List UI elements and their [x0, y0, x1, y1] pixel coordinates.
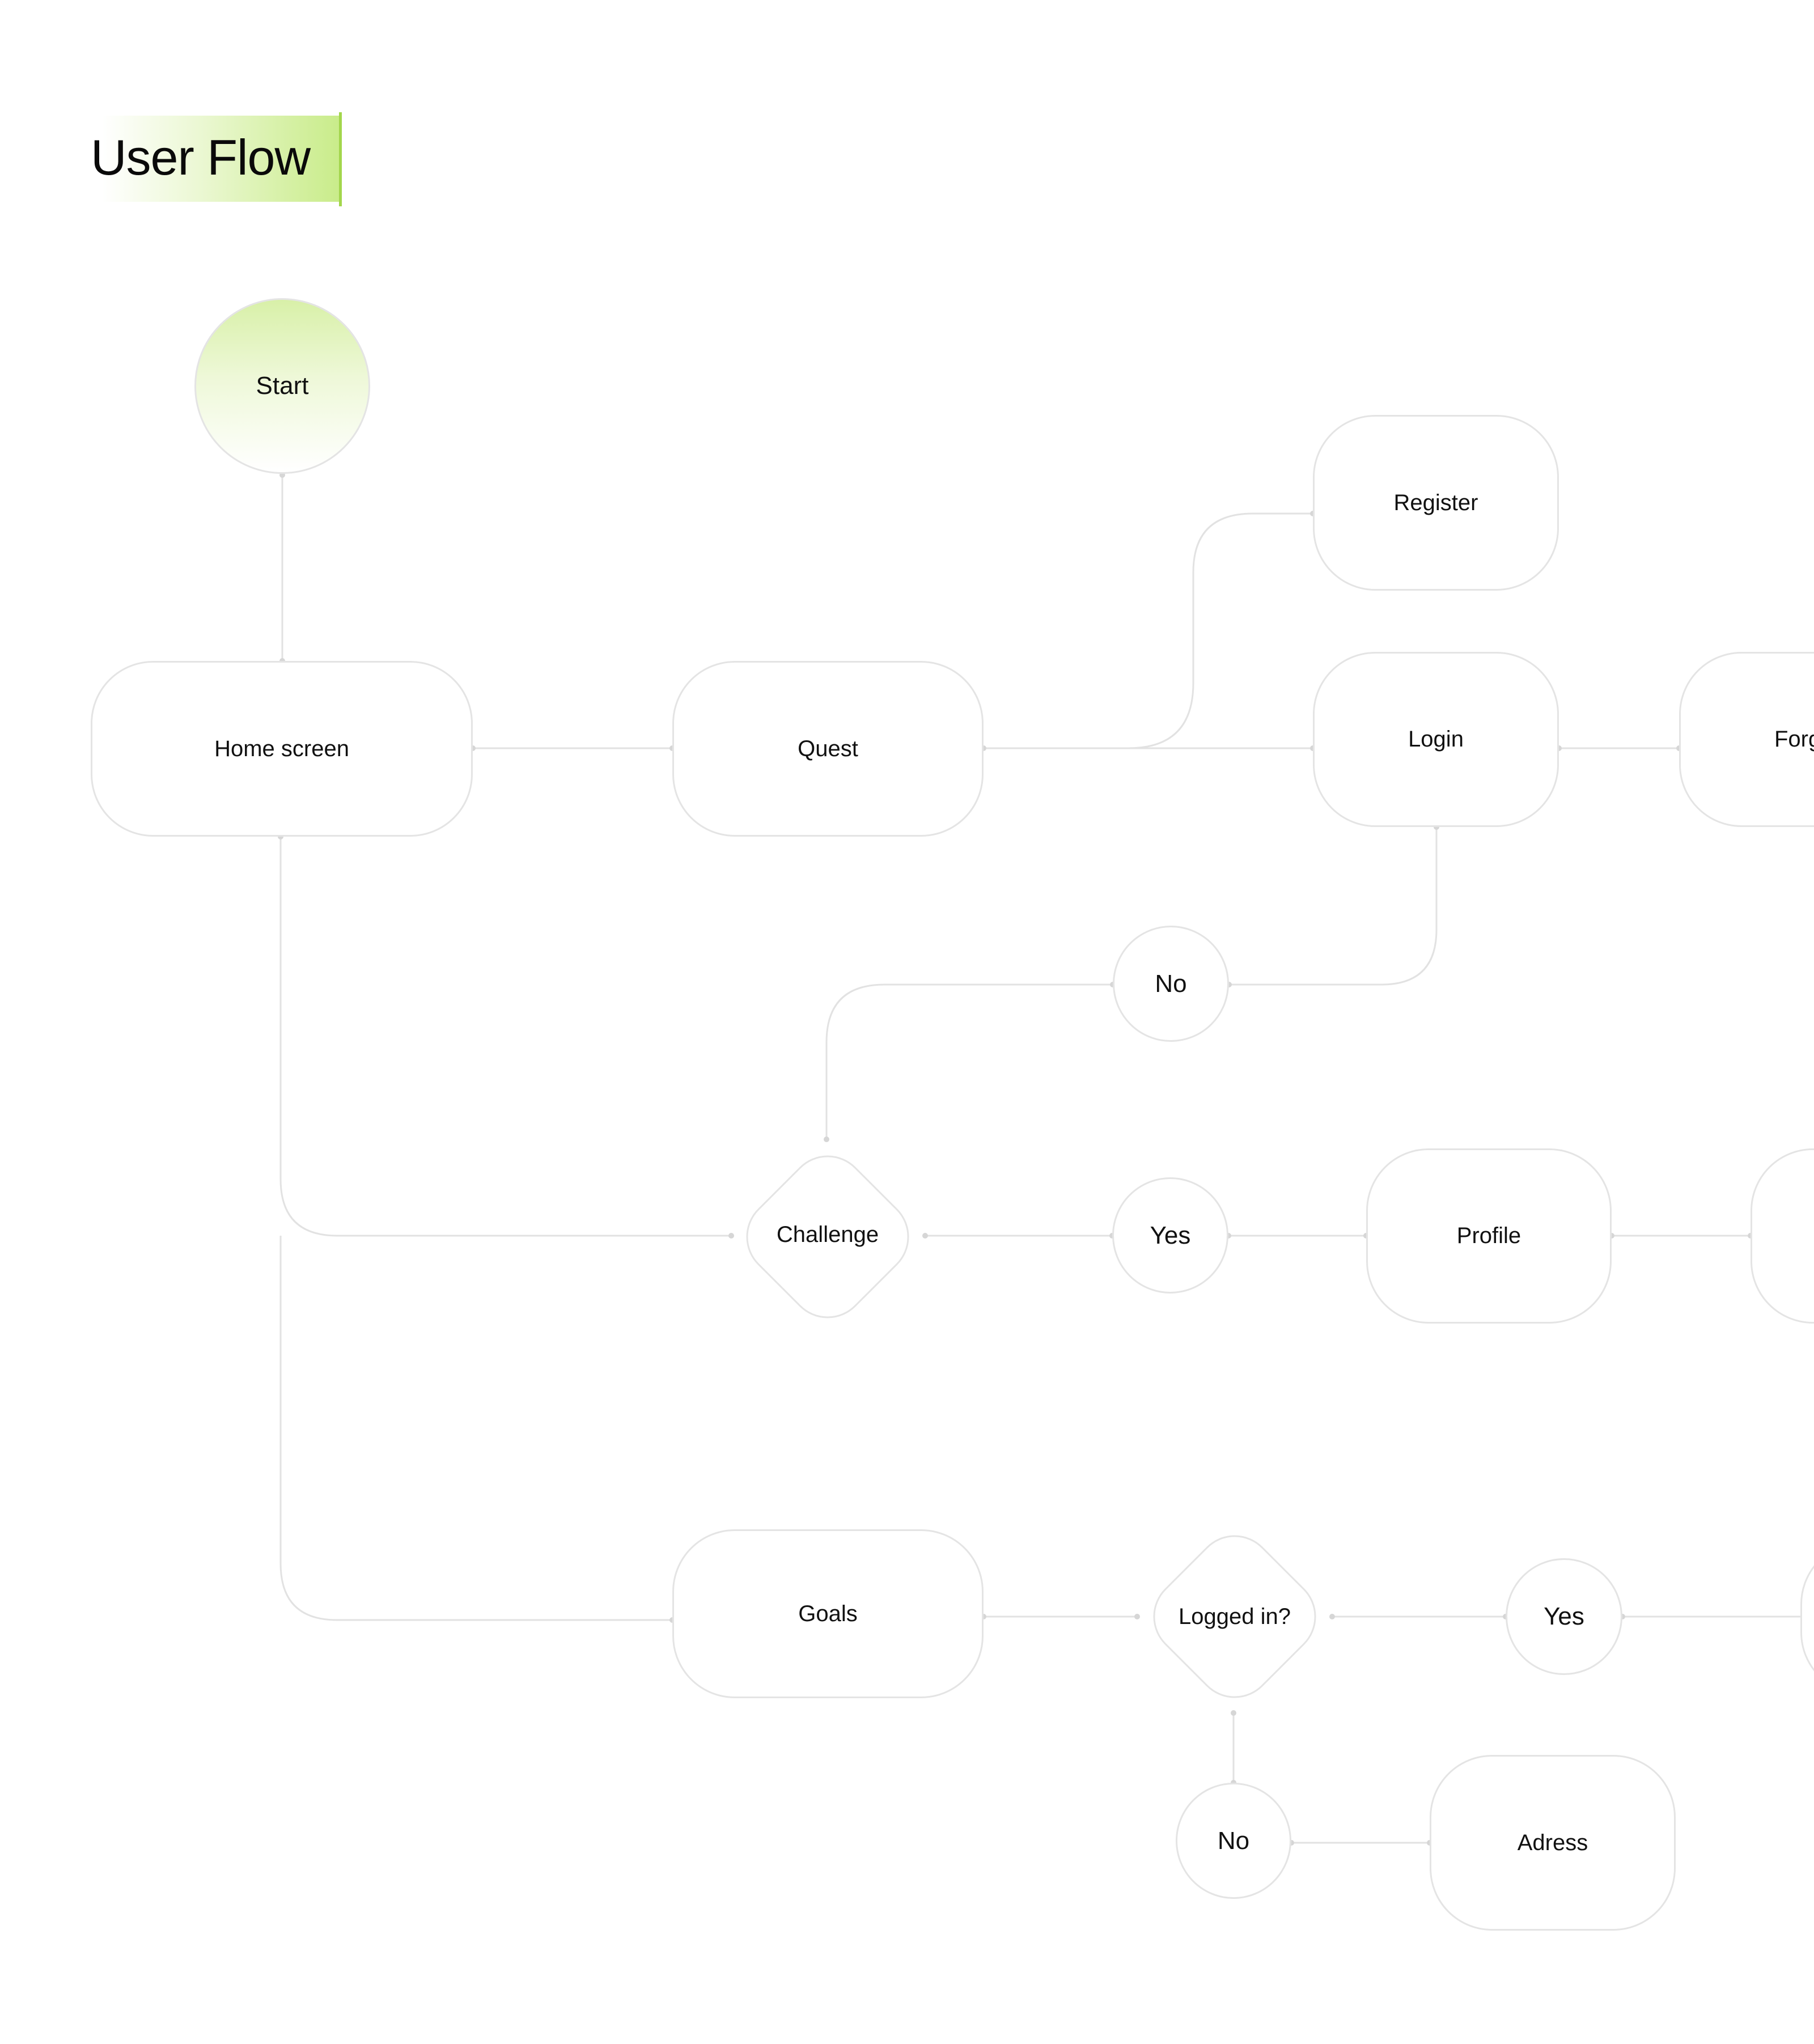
- node-challenge-label: Challenge: [776, 1222, 879, 1247]
- node-login[interactable]: Login: [1313, 652, 1559, 827]
- title-accent-bar: [339, 112, 342, 206]
- node-register-label: Register: [1393, 490, 1478, 515]
- connector-quest-register: [1128, 512, 1313, 749]
- node-no-login-label: No: [1155, 969, 1187, 998]
- node-register[interactable]: Register: [1313, 415, 1559, 591]
- node-challenge[interactable]: Challenge: [730, 1139, 926, 1335]
- node-quest-label: Quest: [798, 736, 858, 761]
- connector-home-goals: [279, 1236, 672, 1621]
- title-highlight: [102, 116, 340, 202]
- node-logged-in[interactable]: Logged in?: [1137, 1519, 1333, 1715]
- node-home-screen-label: Home screen: [214, 736, 349, 761]
- node-forgot[interactable]: Forg: [1679, 652, 1814, 827]
- node-profile-label: Profile: [1456, 1223, 1521, 1248]
- node-goals-label: Goals: [798, 1601, 858, 1626]
- node-start[interactable]: Start: [194, 298, 370, 474]
- node-yes-challenge-label: Yes: [1150, 1221, 1191, 1249]
- node-start-label: Start: [256, 372, 309, 400]
- node-yes-challenge[interactable]: Yes: [1112, 1177, 1228, 1294]
- connector-login-no: [1229, 827, 1438, 986]
- node-logged-in-label: Logged in?: [1179, 1604, 1291, 1629]
- node-profile-next[interactable]: [1751, 1148, 1814, 1324]
- node-no-login[interactable]: No: [1113, 926, 1229, 1042]
- node-adress-label: Adress: [1517, 1830, 1588, 1855]
- page-title: User Flow: [91, 129, 311, 185]
- node-quest[interactable]: Quest: [672, 661, 984, 837]
- node-adress[interactable]: Adress: [1430, 1755, 1676, 1931]
- connector-no-challenge: [825, 983, 1113, 1139]
- node-yes-goals[interactable]: Yes: [1506, 1558, 1622, 1675]
- node-login-label: Login: [1408, 727, 1464, 752]
- node-no-goals[interactable]: No: [1176, 1783, 1291, 1899]
- connector-home-challenge: [279, 837, 731, 1237]
- node-yes-goals-label: Yes: [1544, 1602, 1584, 1630]
- node-goals[interactable]: Goals: [672, 1529, 984, 1698]
- node-home-screen[interactable]: Home screen: [91, 661, 473, 837]
- node-forgot-label: Forg: [1774, 727, 1814, 752]
- node-profile[interactable]: Profile: [1366, 1148, 1612, 1324]
- node-no-goals-label: No: [1217, 1826, 1250, 1855]
